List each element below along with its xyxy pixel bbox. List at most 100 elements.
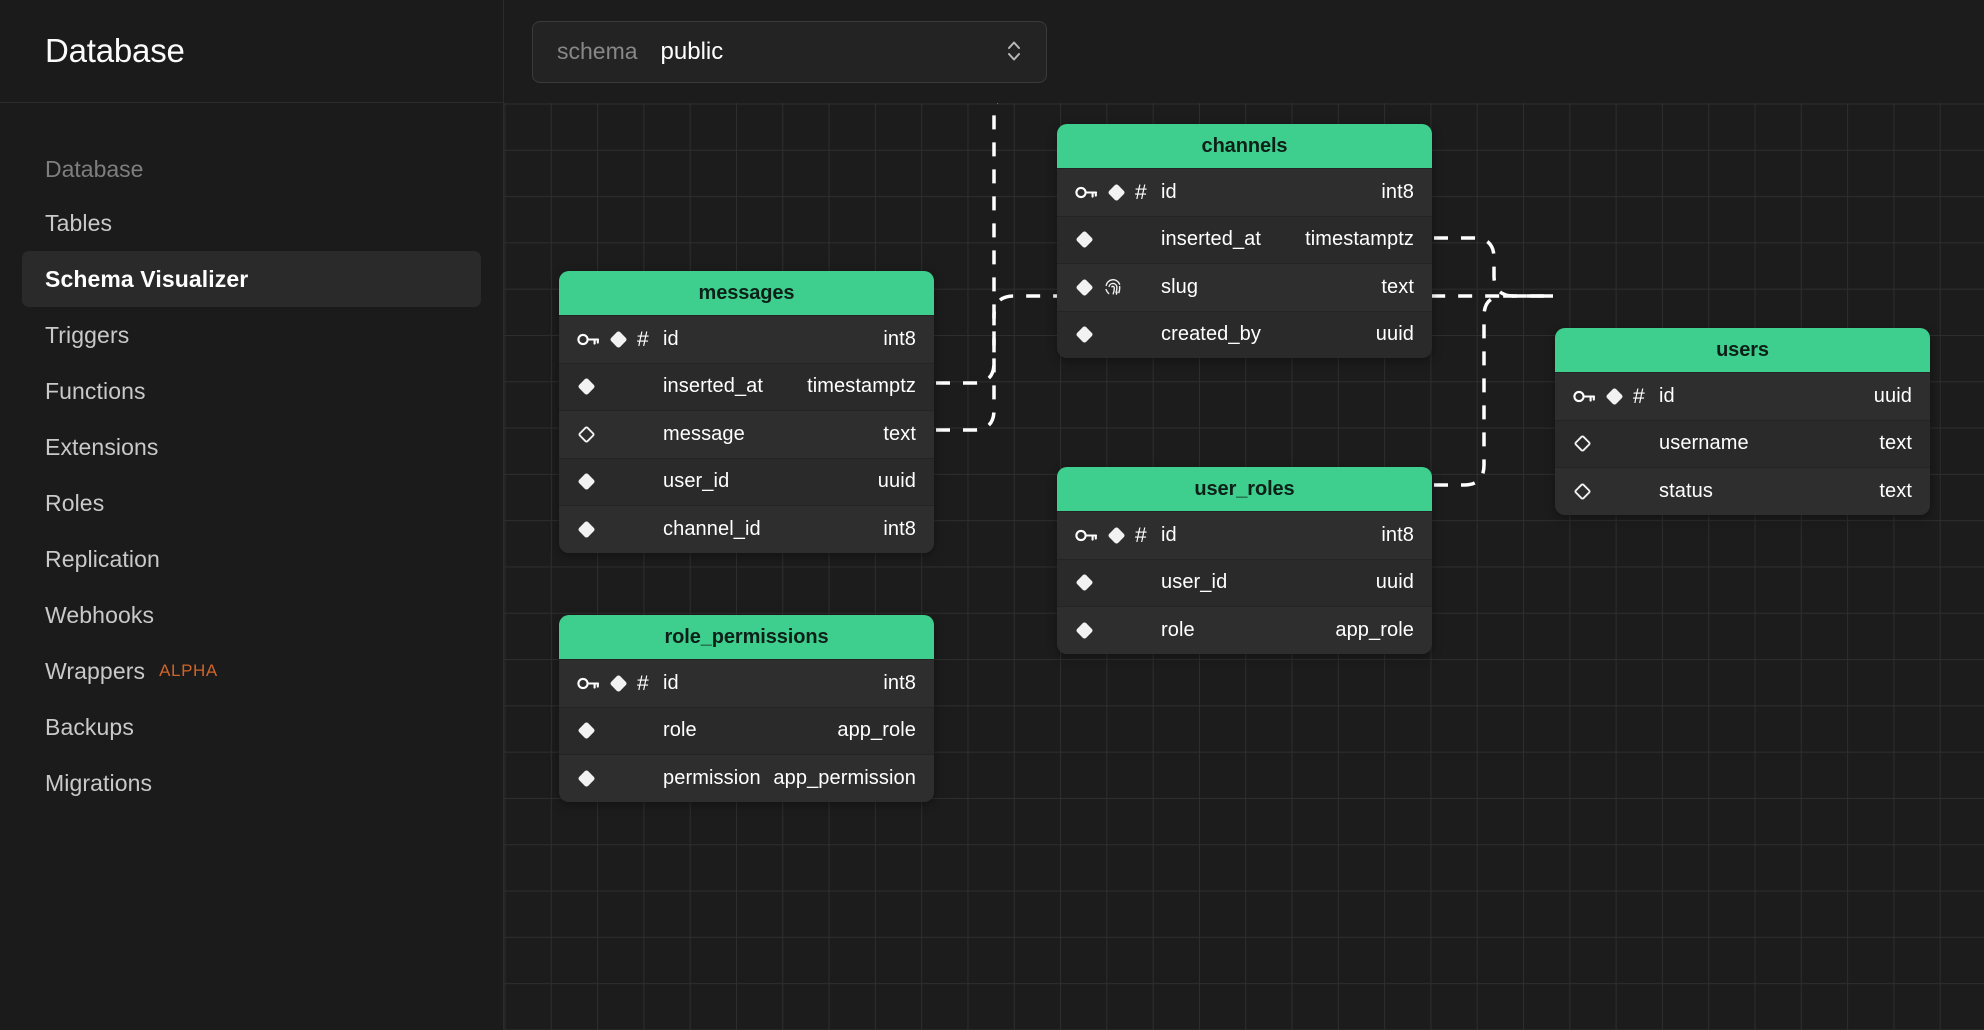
table-name: users — [1716, 338, 1769, 361]
column-name: channel_id — [663, 517, 761, 540]
schema-selector[interactable]: schema public — [532, 20, 1047, 83]
not-null-column-icon — [1075, 573, 1094, 592]
column-type: int8 — [883, 517, 916, 540]
not-null-column-icon — [577, 520, 596, 539]
table-column-row[interactable]: created_by uuid — [1057, 310, 1432, 358]
sidebar-section-label: Database — [45, 155, 144, 182]
column-name: id — [1161, 523, 1177, 546]
primary-key-icon — [577, 331, 600, 348]
schema-selector-label: schema — [557, 38, 638, 64]
column-type: text — [883, 422, 916, 445]
sidebar-item-label: Replication — [45, 545, 160, 572]
sidebar-item-label: Schema Visualizer — [45, 265, 249, 292]
column-icons — [1075, 230, 1161, 249]
sidebar-item-label: Tables — [45, 209, 113, 236]
sidebar-item-label: Backups — [45, 713, 134, 740]
column-name: user_id — [663, 470, 730, 493]
sidebar-item-replication[interactable]: Replication — [22, 531, 481, 587]
sidebar-item-roles[interactable]: Roles — [22, 475, 481, 531]
column-type: timestamptz — [807, 375, 916, 398]
table-column-row[interactable]: channel_id int8 — [559, 505, 934, 553]
table-column-row[interactable]: message text — [559, 410, 934, 458]
primary-key-icon — [1075, 527, 1098, 544]
column-name: message — [663, 422, 745, 445]
column-icons: # — [577, 329, 663, 350]
table-name: user_roles — [1194, 477, 1295, 500]
column-icons — [1075, 325, 1161, 344]
nullable-column-icon — [1573, 482, 1592, 501]
column-name: created_by — [1161, 323, 1261, 346]
column-icons — [577, 520, 663, 539]
sidebar-item-schema-visualizer[interactable]: Schema Visualizer — [22, 251, 481, 307]
sidebar-item-migrations[interactable]: Migrations — [22, 755, 481, 811]
table-node-header[interactable]: messages — [559, 271, 934, 315]
table-node-header[interactable]: channels — [1057, 124, 1432, 168]
not-null-column-icon — [1075, 621, 1094, 640]
column-icons: # — [1075, 182, 1161, 203]
column-icons — [1075, 277, 1161, 297]
primary-key-icon — [577, 675, 600, 692]
column-type: int8 — [883, 671, 916, 694]
sidebar-item-webhooks[interactable]: Webhooks — [22, 587, 481, 643]
column-name: id — [663, 671, 679, 694]
not-null-column-icon — [577, 721, 596, 740]
primary-key-icon — [1075, 184, 1098, 201]
sidebar-item-functions[interactable]: Functions — [22, 363, 481, 419]
column-icons — [577, 721, 663, 740]
nullable-column-icon — [577, 425, 596, 444]
nullable-column-icon — [1573, 434, 1592, 453]
not-null-column-icon — [577, 769, 596, 788]
table-node-header[interactable]: users — [1555, 328, 1930, 372]
column-type: uuid — [1375, 323, 1414, 346]
numeric-type-icon: # — [1135, 180, 1147, 204]
column-type: text — [1879, 432, 1912, 455]
column-name: role — [663, 719, 697, 742]
table-column-row[interactable]: inserted_at timestamptz — [559, 362, 934, 410]
sidebar-item-extensions[interactable]: Extensions — [22, 419, 481, 475]
column-icons — [577, 472, 663, 491]
column-name: permission — [663, 766, 761, 789]
column-name: id — [1161, 180, 1177, 203]
not-null-column-icon — [609, 330, 628, 349]
column-name: slug — [1161, 275, 1199, 298]
column-icons — [1075, 573, 1161, 592]
not-null-column-icon — [1107, 526, 1126, 545]
column-name: inserted_at — [663, 375, 764, 398]
schema-selector-value: public — [660, 37, 724, 65]
sidebar-item-backups[interactable]: Backups — [22, 699, 481, 755]
table-column-row[interactable]: username text — [1555, 419, 1930, 467]
sidebar-item-badge: ALPHA — [159, 661, 218, 680]
sidebar-item-label: Migrations — [45, 769, 153, 796]
column-name: username — [1659, 432, 1749, 455]
table-node-header[interactable]: role_permissions — [559, 615, 934, 659]
column-icons — [1573, 434, 1659, 453]
sidebar-item-tables[interactable]: Tables — [22, 195, 481, 251]
column-name: status — [1659, 479, 1713, 502]
column-name: inserted_at — [1161, 228, 1262, 251]
column-type: uuid — [1873, 384, 1912, 407]
sidebar-item-triggers[interactable]: Triggers — [22, 307, 481, 363]
column-name: id — [663, 327, 679, 350]
column-icons — [1075, 621, 1161, 640]
table-node-header[interactable]: user_roles — [1057, 467, 1432, 511]
